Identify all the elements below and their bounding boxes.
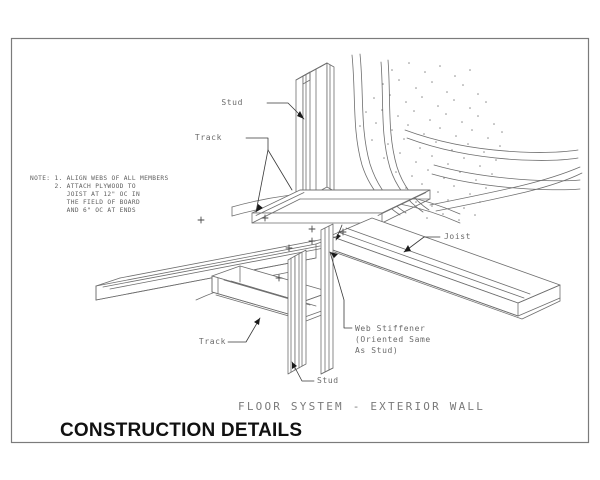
arrowhead-track-upper-a (256, 204, 263, 212)
lower-track-member (211, 265, 333, 322)
arrowhead-stud-top (297, 111, 304, 119)
arrowhead-stud-bottom (292, 362, 297, 369)
callout-label-joist: Joist (444, 232, 471, 241)
note-line-4: THE FIELD OF BOARD (30, 199, 140, 206)
upper-stud-member (295, 62, 335, 205)
page-title: CONSTRUCTION DETAILS (60, 420, 303, 441)
leader-lines-group (227, 102, 441, 382)
leader-web-stiffener (329, 251, 353, 329)
drawing-subtitle: FLOOR SYSTEM - EXTERIOR WALL (238, 400, 485, 413)
leader-stud-bottom (291, 361, 315, 382)
note-line-1: NOTE: 1. ALIGN WEBS OF ALL MEMBERS (30, 175, 169, 182)
leader-track-upper-stem (245, 137, 269, 151)
joist-right-member (329, 217, 561, 320)
leader-track-upper-branch-b (267, 149, 293, 191)
web-stiffener-callout: Web Stiffener (Oriented Same As Stud) (355, 324, 431, 355)
sheet-border (10, 37, 590, 444)
fastener-marks (197, 214, 347, 282)
arrowhead-track-lower (254, 318, 260, 325)
note-line-2: 2. ATTACH PLYWOOD TO (30, 183, 136, 190)
web-stiffener-line-1: Web Stiffener (355, 324, 425, 333)
callout-label-stud-top: Stud (221, 98, 243, 107)
note-line-5: AND 6" OC AT ENDS (30, 207, 136, 214)
leader-track-lower (227, 317, 261, 343)
arrowhead-web-stiffener (330, 252, 338, 258)
notes-block: NOTE: 1. ALIGN WEBS OF ALL MEMBERS 2. AT… (30, 175, 169, 214)
arrowhead-joist-bearing (336, 234, 341, 240)
callout-label-track-lower: Track (199, 337, 226, 346)
leader-joist (403, 236, 441, 253)
lower-stud-member (287, 249, 307, 375)
leader-track-upper-branch-a (255, 149, 269, 213)
upper-track-member (251, 189, 431, 224)
web-stiffener-line-2: (Oriented Same (355, 335, 431, 344)
callout-label-track-upper: Track (195, 133, 222, 142)
note-line-3: JOIST AT 12" OC IN (30, 191, 140, 198)
arrowhead-joist (404, 245, 411, 252)
callout-label-stud-bottom: Stud (317, 376, 339, 385)
joist-left-member (95, 235, 341, 301)
web-stiffener-member (320, 223, 334, 375)
web-stiffener-line-3: As Stud) (355, 346, 398, 355)
